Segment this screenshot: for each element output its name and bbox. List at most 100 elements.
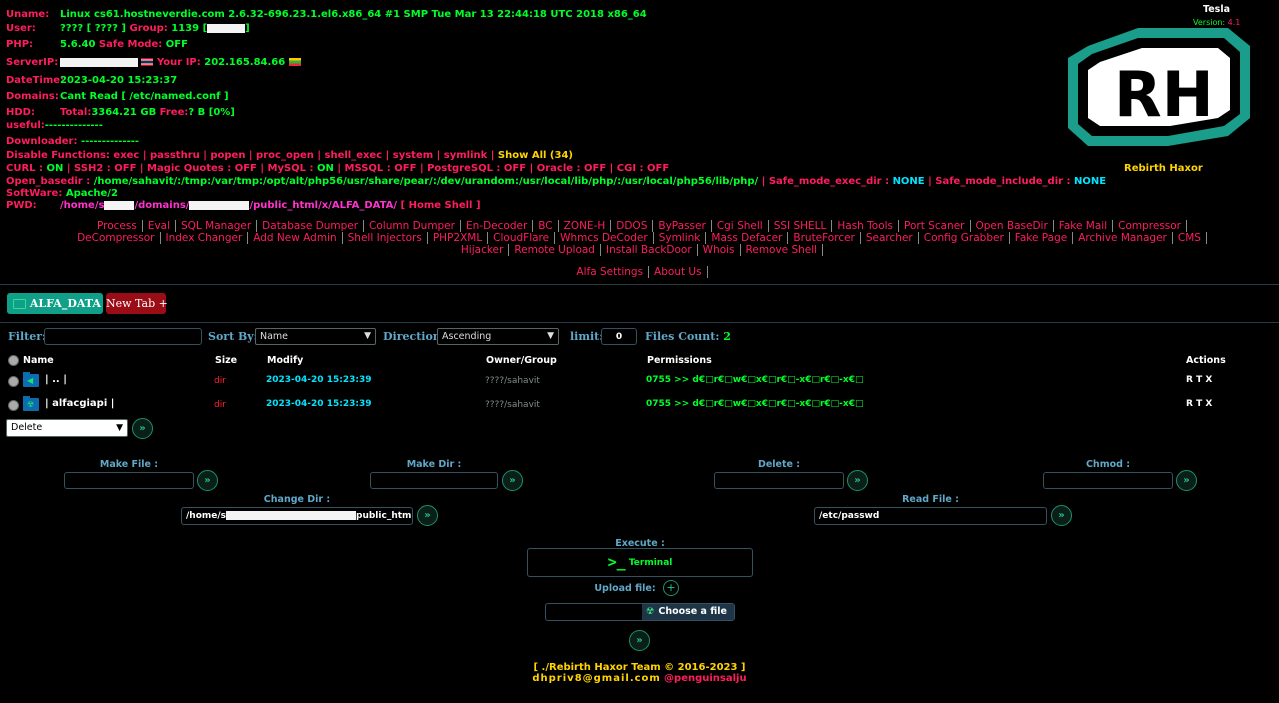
menu-item[interactable]: Hijacker: [455, 244, 510, 256]
menu-item[interactable]: About Us: [649, 266, 708, 278]
menu-item[interactable]: Eval: [142, 220, 177, 232]
menu-item[interactable]: DeCompressor: [72, 232, 161, 244]
menu-item[interactable]: Whois: [697, 244, 741, 256]
change-dir-submit[interactable]: »: [417, 505, 438, 526]
read-file-submit[interactable]: »: [1051, 505, 1072, 526]
menu-item[interactable]: SSI SHELL: [768, 220, 833, 232]
hazard-icon: ☢: [646, 606, 655, 617]
tab-alfa-data[interactable]: ALFA_DATA: [7, 293, 103, 314]
limit-input[interactable]: 0: [601, 328, 637, 345]
file-actions[interactable]: R T X: [1186, 399, 1213, 409]
menu-item[interactable]: Open BaseDir: [970, 220, 1054, 232]
php-row: PHP: 5.6.40 Safe Mode: OFF: [6, 39, 188, 50]
make-file-input[interactable]: [64, 472, 194, 489]
terminal-button[interactable]: >_ Terminal: [527, 548, 753, 577]
menu-item[interactable]: PHP2XML: [427, 232, 489, 244]
file-name-link[interactable]: | alfacgiapi |: [45, 398, 115, 409]
delete-submit[interactable]: »: [847, 470, 868, 491]
chmod-input[interactable]: [1043, 472, 1173, 489]
brand-version: Version: 4.1: [1193, 18, 1241, 27]
file-actions[interactable]: R T X: [1186, 375, 1213, 385]
file-upload-field[interactable]: ☢Choose a file: [545, 603, 735, 621]
menu-item[interactable]: Install BackDoor: [600, 244, 698, 256]
file-name-link[interactable]: | .. |: [45, 374, 67, 385]
col-owner[interactable]: Owner/Group: [486, 355, 557, 366]
menu-item[interactable]: ZONE-H: [558, 220, 612, 232]
menu-item[interactable]: Remote Upload: [509, 244, 601, 256]
menu-item[interactable]: Shell Injectors: [342, 232, 428, 244]
menu-item[interactable]: Config Grabber: [918, 232, 1010, 244]
menu-item[interactable]: ByPasser: [653, 220, 712, 232]
row-select-radio[interactable]: [8, 400, 19, 411]
brand-name: Rebirth Haxor: [1124, 163, 1203, 174]
menu-item[interactable]: BC: [533, 220, 559, 232]
col-modify[interactable]: Modify: [267, 355, 304, 366]
col-name[interactable]: Name: [23, 355, 54, 366]
menu-item[interactable]: Column Dumper: [364, 220, 461, 232]
upload-submit[interactable]: »: [629, 630, 650, 651]
bulk-submit-button[interactable]: »: [132, 418, 153, 439]
pwd-segment[interactable]: /domains/: [134, 200, 190, 211]
menu-item[interactable]: Remove Shell: [740, 244, 824, 256]
chmod-submit[interactable]: »: [1176, 470, 1197, 491]
menu-item[interactable]: Index Changer: [160, 232, 249, 244]
downloader-row: Downloader: --------------: [6, 136, 140, 147]
menu-item[interactable]: Fake Mail: [1053, 220, 1114, 232]
chmod-label: Chmod :: [1085, 459, 1131, 470]
make-dir-submit[interactable]: »: [502, 470, 523, 491]
add-upload-icon[interactable]: +: [663, 580, 679, 596]
menu-item[interactable]: Hash Tools: [832, 220, 900, 232]
sortby-select[interactable]: Name▼: [255, 328, 376, 345]
menu-item[interactable]: SQL Manager: [176, 220, 258, 232]
new-tab-button[interactable]: New Tab +: [106, 293, 168, 314]
select-all-radio[interactable]: [8, 355, 19, 366]
footer-handle[interactable]: @penguinsalju: [664, 673, 747, 684]
bulk-action-select[interactable]: Delete▼: [6, 419, 128, 437]
menu-item[interactable]: BruteForcer: [788, 232, 861, 244]
menu-item[interactable]: Database Dumper: [257, 220, 365, 232]
menu-item[interactable]: Add New Admin: [248, 232, 343, 244]
show-all-link[interactable]: Show All (34): [497, 150, 573, 161]
pwd-segment[interactable]: /home/s: [60, 200, 105, 211]
menu-item[interactable]: CloudFlare: [488, 232, 556, 244]
redacted-block: [104, 200, 135, 210]
software-row: SoftWare: Apache/2: [6, 188, 118, 199]
menu-item[interactable]: Archive Manager: [1073, 232, 1173, 244]
home-shell-link[interactable]: [ Home Shell ]: [400, 200, 481, 211]
row-select-radio[interactable]: [8, 376, 19, 387]
file-size: dir: [214, 400, 226, 410]
menu-item[interactable]: Process: [91, 220, 143, 232]
menu-item[interactable]: Alfa Settings: [571, 266, 650, 278]
file-permissions[interactable]: 0755 >> d€□r€□w€□x€□r€□-x€□r€□-x€□: [646, 399, 864, 409]
delete-input[interactable]: [714, 472, 844, 489]
menu-item[interactable]: En-Decoder: [461, 220, 534, 232]
menu-item[interactable]: Cgi Shell: [711, 220, 769, 232]
make-file-submit[interactable]: »: [197, 470, 218, 491]
filter-input[interactable]: [44, 328, 202, 345]
choose-file-button[interactable]: ☢Choose a file: [642, 604, 734, 620]
col-actions[interactable]: Actions: [1186, 355, 1226, 366]
menu-item[interactable]: CMS: [1172, 232, 1207, 244]
menu-item[interactable]: Fake Page: [1009, 232, 1074, 244]
read-file-input[interactable]: /etc/passwd: [814, 507, 1047, 525]
pwd-segment[interactable]: /public_html/x/ALFA_DATA/: [249, 200, 398, 211]
brand-title: Tesla: [1203, 4, 1230, 15]
direction-select[interactable]: Ascending▼: [437, 328, 559, 345]
col-permissions[interactable]: Permissions: [647, 355, 712, 366]
make-dir-input[interactable]: [370, 472, 498, 489]
redacted-block: [226, 511, 357, 520]
datetime-row: DateTime: 2023-04-20 15:23:37: [6, 75, 178, 86]
menu-item[interactable]: Symlink: [653, 232, 707, 244]
col-size[interactable]: Size: [215, 355, 238, 366]
menu-item[interactable]: Mass Defacer: [706, 232, 789, 244]
menu-item[interactable]: Compressor: [1113, 220, 1188, 232]
menu-item[interactable]: Whmcs DeCoder: [555, 232, 654, 244]
menu-item[interactable]: Searcher: [860, 232, 919, 244]
footer-email[interactable]: dhpriv8@gmail.com: [532, 673, 661, 684]
footer-contact: dhpriv8@gmail.com @penguinsalju: [0, 673, 1279, 684]
menu-item[interactable]: Port Scaner: [899, 220, 971, 232]
file-permissions[interactable]: 0755 >> d€□r€□w€□x€□r€□-x€□r€□-x€□: [646, 375, 864, 385]
menu-item[interactable]: DDOS: [611, 220, 654, 232]
